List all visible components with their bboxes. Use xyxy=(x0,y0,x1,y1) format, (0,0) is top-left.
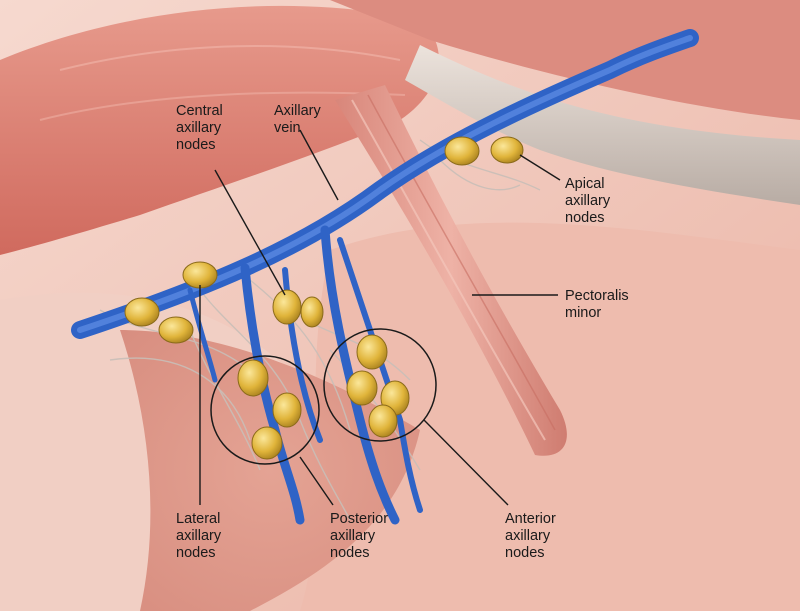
label-lateral-axillary-nodes: Lateral axillary nodes xyxy=(176,511,222,561)
lateral-node-3 xyxy=(182,261,218,289)
posterior-node-2 xyxy=(272,392,302,428)
central-leader xyxy=(214,169,286,296)
deltoid-muscle xyxy=(0,5,439,255)
axilla-shadow xyxy=(120,330,420,611)
vein-leader xyxy=(299,129,339,201)
lymph-nodes xyxy=(124,136,524,460)
label-pectoralis-minor: Pectoralis minor xyxy=(565,288,629,321)
posterior-node-3 xyxy=(251,426,283,460)
label-axillary-vein: Axillary vein xyxy=(274,103,321,136)
anterior-node-1 xyxy=(356,334,388,370)
anterior-node-2 xyxy=(346,370,378,406)
anterior-leader xyxy=(423,419,509,506)
pectoralis-major xyxy=(330,0,800,120)
central-node-2 xyxy=(300,296,324,328)
anterior-group-circle xyxy=(323,328,437,442)
apical-leader xyxy=(519,154,561,181)
leader-lines xyxy=(199,129,561,506)
anterior-node-4 xyxy=(368,404,398,438)
label-apical-axillary-nodes: Apical axillary nodes xyxy=(565,176,611,226)
lateral-node-2 xyxy=(158,316,194,344)
apical-node-1 xyxy=(444,136,480,166)
label-central-axillary-nodes: Central axillary nodes xyxy=(176,103,223,153)
label-posterior-axillary-nodes: Posterior axillary nodes xyxy=(330,511,389,561)
posterior-group-circle xyxy=(210,355,320,465)
posterior-leader xyxy=(299,456,334,506)
central-node-1 xyxy=(272,289,302,325)
label-anterior-axillary-nodes: Anterior axillary nodes xyxy=(505,511,556,561)
clavicle xyxy=(405,45,800,205)
lateral-node-1 xyxy=(124,297,160,327)
apical-node-2 xyxy=(490,136,524,164)
posterior-node-1 xyxy=(237,359,269,397)
